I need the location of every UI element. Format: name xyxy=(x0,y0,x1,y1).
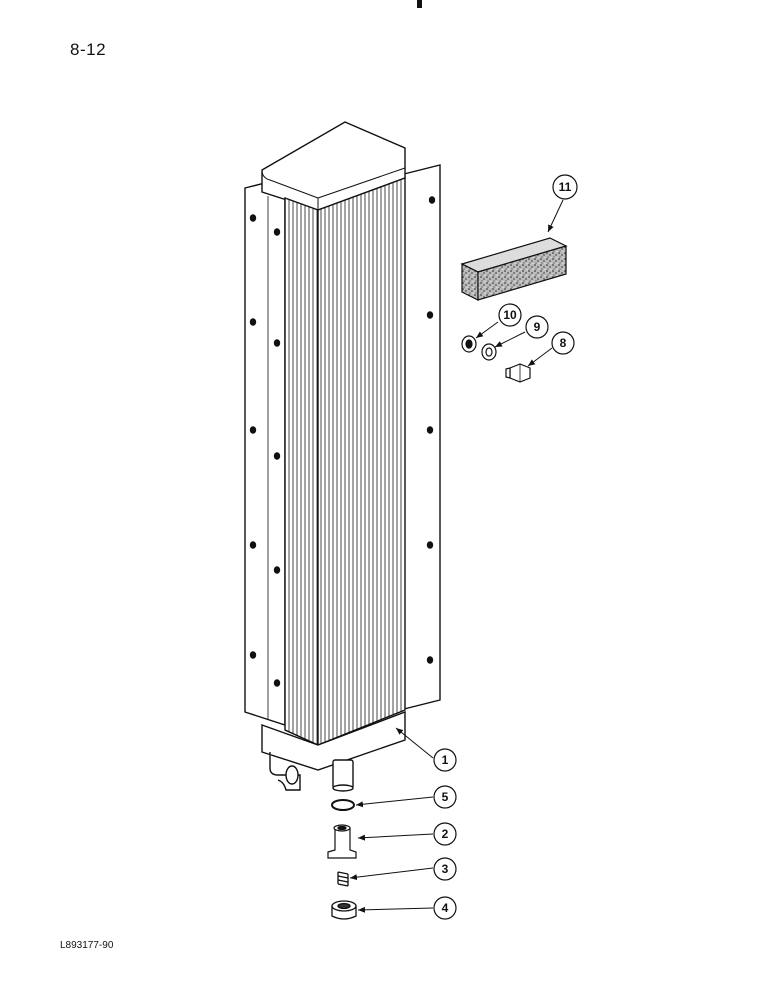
core-side-face xyxy=(284,197,319,747)
svg-text:10: 10 xyxy=(503,308,517,322)
o-ring xyxy=(331,799,355,811)
svg-text:3: 3 xyxy=(442,862,449,876)
leader-lines xyxy=(349,199,564,913)
left-mounting-flange xyxy=(244,177,286,726)
outlet-pipe-straight xyxy=(332,759,354,789)
mounting-holes-right xyxy=(426,196,436,664)
callout-2: 2 xyxy=(433,822,457,846)
svg-text:9: 9 xyxy=(534,320,541,334)
top-edge-mark xyxy=(417,0,422,8)
core-front-face xyxy=(317,176,406,747)
svg-text:11: 11 xyxy=(559,180,572,194)
drain-fitting xyxy=(327,824,357,859)
svg-text:8: 8 xyxy=(560,336,567,350)
mounting-holes-left xyxy=(249,214,281,687)
callout-4: 4 xyxy=(433,896,457,920)
bottom-tank xyxy=(261,710,406,771)
callout-9: 9 xyxy=(525,315,549,339)
washer-9 xyxy=(481,343,497,361)
radiator-assembly xyxy=(244,121,441,792)
washer-10 xyxy=(461,335,477,353)
spring xyxy=(337,871,349,887)
cap xyxy=(331,900,357,920)
svg-text:2: 2 xyxy=(442,827,449,841)
callout-3: 3 xyxy=(433,857,457,881)
svg-text:1: 1 xyxy=(442,753,449,767)
svg-text:5: 5 xyxy=(442,790,449,804)
foam-seal xyxy=(460,237,568,301)
callout-10: 10 xyxy=(498,303,522,327)
callout-11: 11 xyxy=(552,174,578,200)
bolt xyxy=(505,363,531,383)
callout-8: 8 xyxy=(551,331,575,355)
callout-1: 1 xyxy=(433,748,457,772)
callout-5: 5 xyxy=(433,785,457,809)
page-number: 8-12 xyxy=(70,40,107,59)
figure-code: L893177-90 xyxy=(60,940,114,951)
svg-text:4: 4 xyxy=(442,901,449,915)
right-mounting-flange xyxy=(399,164,441,711)
